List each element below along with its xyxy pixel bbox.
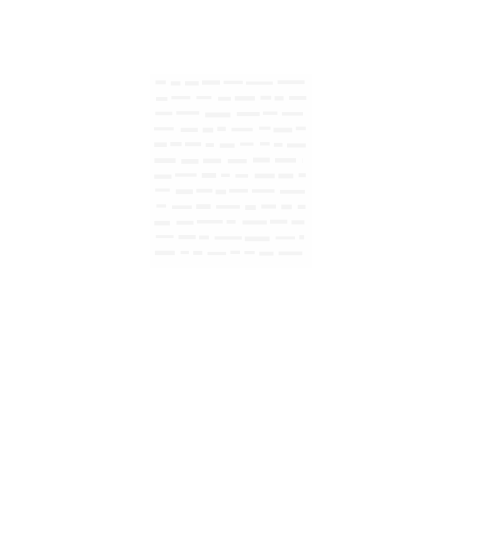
faded-word-mark: [180, 250, 189, 255]
faded-word-mark: [229, 188, 248, 193]
faded-word-mark: [273, 127, 293, 133]
faded-text-block-graphic: [150, 74, 312, 268]
faded-word-mark: [154, 158, 176, 163]
faded-word-mark: [236, 112, 260, 117]
faded-word-mark: [196, 220, 223, 224]
faded-word-mark: [261, 204, 276, 209]
faded-word-mark: [234, 96, 255, 101]
faded-word-mark: [277, 80, 305, 85]
faded-word-mark: [219, 143, 235, 148]
faded-word-mark: [240, 142, 254, 146]
faded-word-mark: [259, 251, 274, 256]
faded-word-mark: [156, 204, 167, 208]
faded-word-mark: [217, 126, 226, 132]
faded-word-mark: [227, 159, 247, 164]
faded-word-mark: [202, 127, 214, 133]
faded-word-mark: [291, 220, 305, 225]
faded-word-mark: [178, 235, 196, 240]
faded-word-mark: [218, 96, 231, 101]
faded-word-mark: [154, 250, 175, 256]
faded-word-mark: [171, 96, 191, 100]
faded-word-mark: [154, 127, 174, 131]
faded-word-mark: [280, 189, 305, 194]
faded-word-mark: [259, 126, 271, 130]
faded-word-mark: [185, 81, 199, 86]
faded-word-mark: [281, 204, 292, 210]
faded-word-mark: [172, 205, 192, 209]
faded-word-mark: [245, 205, 256, 210]
faded-word-mark: [275, 158, 296, 163]
faded-word-mark: [193, 250, 203, 255]
faded-word-mark: [226, 220, 236, 224]
faded-word-mark: [230, 250, 240, 254]
faded-word-mark: [181, 159, 199, 164]
faded-word-mark: [260, 95, 272, 100]
faded-word-mark: [273, 142, 283, 147]
faded-word-mark: [295, 126, 306, 131]
faded-word-mark: [254, 173, 275, 179]
faded-word-mark: [156, 97, 168, 101]
faded-word-mark: [242, 220, 267, 225]
faded-word-mark: [251, 189, 275, 193]
faded-word-mark: [246, 81, 273, 85]
faded-word-mark: [176, 220, 194, 225]
faded-word-mark: [170, 81, 181, 86]
faded-word-mark: [196, 96, 212, 100]
faded-word-mark: [299, 235, 305, 240]
faded-word-mark: [281, 112, 303, 116]
faded-word-mark: [205, 143, 214, 147]
faded-word-mark: [278, 173, 294, 179]
faded-word-mark: [175, 189, 193, 195]
faded-word-mark: [244, 236, 270, 242]
faded-text-block-icon: [150, 74, 312, 268]
faded-word-mark: [154, 220, 170, 226]
faded-word-mark: [298, 173, 306, 178]
faded-word-mark: [199, 235, 209, 240]
faded-word-mark: [180, 127, 198, 132]
faded-word-mark: [260, 142, 270, 146]
faded-word-mark: [289, 96, 307, 100]
faded-word-mark: [155, 188, 170, 192]
faded-word-mark: [235, 174, 249, 178]
faded-text-lines: [154, 80, 307, 256]
faded-word-mark: [215, 189, 227, 195]
faded-word-mark: [244, 251, 255, 255]
faded-word-mark: [155, 111, 173, 116]
faded-word-mark: [270, 219, 288, 224]
faded-word-mark: [155, 235, 174, 239]
faded-word-mark: [196, 204, 211, 209]
faded-word-mark: [231, 127, 253, 132]
faded-paper-background: [150, 74, 312, 268]
faded-word-mark: [221, 173, 230, 177]
faded-word-mark: [185, 142, 202, 147]
faded-word-mark: [175, 173, 197, 177]
faded-word-mark: [201, 173, 217, 178]
faded-word-mark: [274, 96, 284, 101]
faded-word-mark: [205, 112, 231, 118]
faded-word-mark: [154, 174, 172, 179]
faded-word-mark: [176, 111, 200, 115]
faded-word-mark: [297, 204, 306, 209]
faded-word-mark: [275, 236, 295, 240]
faded-word-mark: [278, 251, 303, 256]
faded-word-mark: [262, 111, 278, 115]
faded-word-mark: [207, 251, 227, 256]
faded-word-mark: [287, 143, 306, 148]
faded-word-mark: [214, 236, 242, 240]
faded-word-mark: [196, 188, 213, 193]
faded-word-mark: [203, 158, 222, 164]
faded-word-mark: [202, 80, 220, 85]
faded-word-mark: [155, 80, 166, 85]
faded-word-mark: [154, 142, 167, 147]
faded-word-mark: [253, 157, 270, 163]
faded-word-mark: [223, 80, 243, 85]
faded-word-mark: [216, 205, 240, 209]
faded-word-mark: [170, 142, 182, 147]
